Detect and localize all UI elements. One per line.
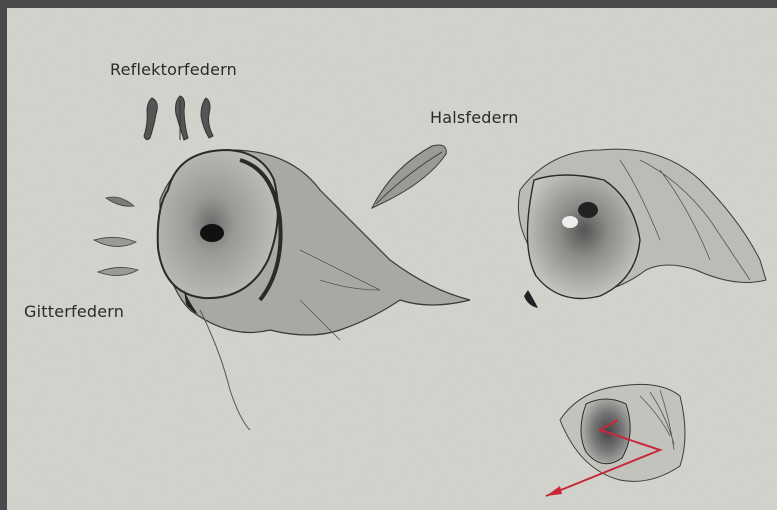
label-neck-feathers: Halsfedern bbox=[430, 108, 519, 127]
label-grid-feathers: Gitterfedern bbox=[24, 302, 124, 321]
label-reflector-feathers: Reflektorfedern bbox=[110, 60, 237, 79]
